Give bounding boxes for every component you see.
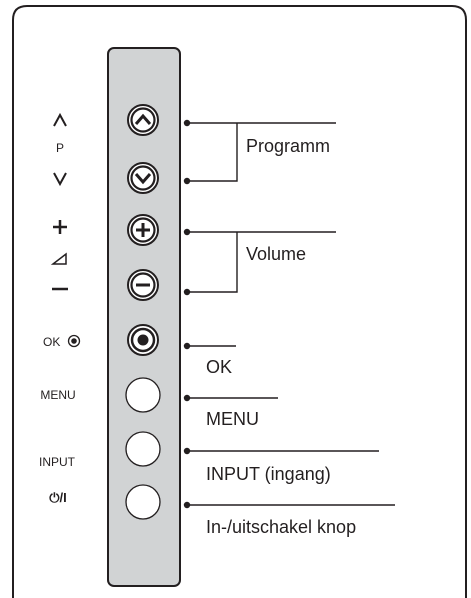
ok-button[interactable] [127, 324, 159, 356]
program-up-icon [53, 112, 67, 127]
callout-menu: MENU [206, 409, 259, 429]
volume-wedge-icon [50, 252, 67, 265]
callout-ok: OK [206, 357, 232, 377]
program-down-icon [53, 172, 67, 187]
volume-plus-icon [53, 220, 67, 234]
callout-lines [187, 122, 395, 506]
outer-frame [12, 5, 467, 598]
ok-target-icon [67, 334, 81, 348]
program-down-button[interactable] [127, 162, 159, 194]
input-panel-label: INPUT [39, 455, 76, 469]
program-p-label: P [56, 141, 64, 155]
ok-panel-label: OK [43, 335, 60, 349]
callout-input: INPUT (ingang) [206, 464, 331, 484]
menu-panel-label: MENU [40, 388, 75, 402]
input-button[interactable] [125, 431, 161, 467]
program-up-button[interactable] [127, 104, 159, 136]
callout-power: In-/uitschakel knop [206, 517, 356, 537]
power-panel-label: ⏻/I [49, 490, 67, 505]
menu-button[interactable] [125, 377, 161, 413]
callout-dots [183, 119, 191, 509]
volume-down-button[interactable] [127, 269, 159, 301]
callout-volume: Volume [246, 244, 306, 264]
callout-programm: Programm [246, 136, 330, 156]
volume-up-button[interactable] [127, 214, 159, 246]
power-button[interactable] [125, 484, 161, 520]
